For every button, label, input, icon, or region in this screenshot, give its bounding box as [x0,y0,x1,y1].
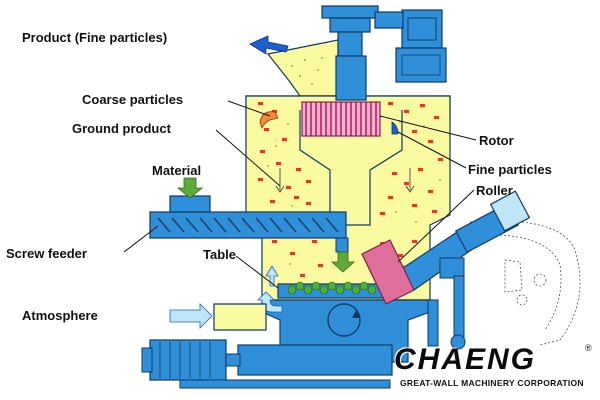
screw-feeder [149,195,349,253]
rotor-cage [301,101,381,137]
label-rotor: Rotor [479,133,514,148]
internal-down-arrows [275,168,415,193]
label-table: Table [203,247,236,262]
label-roller: Roller [476,183,513,198]
registered-mark: ® [585,343,592,353]
grinding-roller [361,239,415,305]
grinding-material-balls [287,281,377,295]
motor-coupling [225,353,241,367]
material-arrow [176,177,204,199]
label-leader-lines [123,100,477,289]
coarse-particles-arrow [259,111,279,130]
fine-particles-arrow [391,121,399,135]
label-ground-product: Ground product [72,121,171,136]
top-drive [321,5,404,57]
feed-down-arrow [330,251,356,273]
outlet-hood-dots [291,57,323,85]
rotation-arrowhead-icon [352,310,360,318]
roller-assembly [399,190,531,350]
label-screw-feeder: Screw feeder [6,246,87,261]
label-material: Material [152,163,202,178]
label-fine-particles: Fine particles [468,162,552,177]
motor-fins [159,342,211,378]
label-coarse-particles: Coarse particles [82,92,184,107]
top-motor [395,9,447,83]
brand-logo: CHAENG [394,343,537,376]
central-shaft [335,55,367,101]
base-frame [179,379,391,389]
air-inlet-duct [213,303,267,331]
atmosphere-arrow [169,303,213,329]
main-motor [149,339,227,381]
main-gearbox [237,344,393,376]
motor-endcap [141,347,153,373]
table-rotation-icon [327,303,361,337]
product-output-arrow [249,35,289,55]
inner-cone [299,110,403,226]
label-product: Product (Fine particles) [22,30,168,45]
airflow-up-arrow-left [265,265,279,287]
brand-tagline: GREAT-WALL MACHINERY CORPORATION [400,378,584,388]
label-atmosphere: Atmosphere [22,308,98,323]
